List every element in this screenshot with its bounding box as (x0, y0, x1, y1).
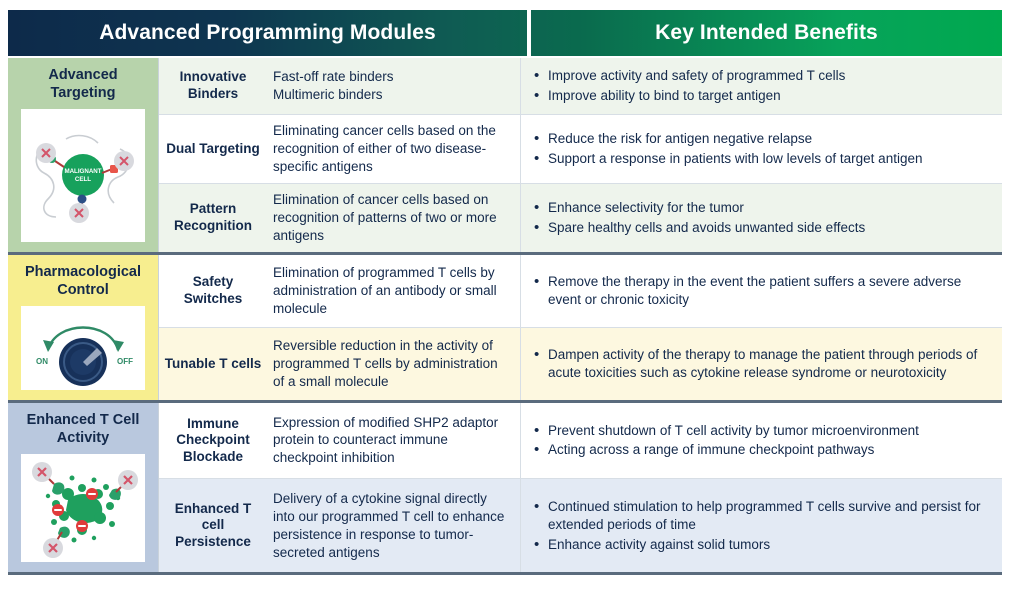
group-title: Pharmacological Control (24, 263, 142, 298)
benefit-item: Improve activity and safety of programme… (533, 66, 845, 86)
group-title: Enhanced T Cell Activity (26, 411, 140, 446)
module-description-text: Elimination of cancer cells based on rec… (273, 191, 497, 243)
benefits-list: Remove the therapy in the event the pati… (533, 271, 992, 311)
malignant-cell-diagram: MALIGNANT CELL (35, 135, 134, 224)
header-title-modules: Advanced Programming Modules (99, 21, 436, 44)
group-rows: Safety Switches Elimination of programmed… (158, 254, 1002, 400)
benefits-list: Dampen activity of the therapy to manage… (533, 344, 992, 384)
group-header: Advanced Targeting MALIGNANT CELL (8, 58, 158, 252)
module-group: Pharmacological Control ON OFF Safety Sw… (8, 254, 1002, 403)
benefit-item: Spare healthy cells and avoids unwanted … (533, 218, 865, 238)
module-description: Elimination of cancer cells based on rec… (267, 184, 520, 252)
table-row: Pattern Recognition Elimination of cancer… (159, 183, 1002, 252)
group-rows: Immune Checkpoint Blockade Expression of… (158, 402, 1002, 573)
benefits-list: Continued stimulation to help programmed… (533, 496, 992, 556)
benefits-cell: Reduce the risk for antigen negative rel… (520, 114, 1002, 183)
module-description-text: Reversible reduction in the activity of … (273, 337, 498, 389)
benefits-cell: Enhance selectivity for the tumorSpare h… (520, 183, 1002, 252)
group-figure (21, 454, 145, 563)
module-description-text: Elimination of programmed T cells by adm… (273, 264, 497, 316)
module-name: Safety Switches (183, 274, 243, 306)
svg-text:ON: ON (36, 357, 48, 366)
benefits-cell: Improve activity and safety of programme… (520, 58, 1002, 114)
svg-text:OFF: OFF (117, 357, 133, 366)
module-description-text: Eliminating cancer cells based on the re… (273, 122, 496, 174)
module-description: Eliminating cancer cells based on the re… (267, 115, 520, 183)
module-description: Reversible reduction in the activity of … (267, 328, 520, 400)
module-name: Pattern Recognition (174, 201, 252, 233)
module-description: Expression of modified SHP2 adaptor prot… (267, 403, 520, 478)
group-header: Pharmacological Control ON OFF (8, 254, 158, 400)
t-cell-activity-diagram (32, 462, 138, 559)
benefit-item: Reduce the risk for antigen negative rel… (533, 129, 922, 149)
benefit-item: Remove the therapy in the event the pati… (533, 272, 992, 309)
table-row: Innovative Binders Fast-off rate binders … (159, 58, 1002, 115)
benefits-list: Enhance selectivity for the tumorSpare h… (533, 197, 865, 239)
module-description: Fast-off rate binders Multimeric binders (267, 58, 520, 114)
group-rows: Innovative Binders Fast-off rate binders … (158, 58, 1002, 252)
benefits-list: Improve activity and safety of programme… (533, 65, 845, 107)
group-figure: ON OFF (21, 305, 145, 390)
table-header: Advanced Programming Modules Key Intende… (8, 10, 1002, 56)
group-header: Enhanced T Cell Activity (8, 402, 158, 573)
header-title-benefits: Key Intended Benefits (655, 21, 878, 44)
benefits-list: Reduce the risk for antigen negative rel… (533, 128, 922, 170)
benefit-item: Acting across a range of immune checkpoi… (533, 440, 919, 460)
table-row: Tunable T cells Reversible reduction in t… (159, 327, 1002, 400)
benefits-cell: Prevent shutdown of T cell activity by t… (520, 402, 1002, 479)
benefit-item: Dampen activity of the therapy to manage… (533, 345, 992, 382)
module-name: Tunable T cells (164, 355, 262, 371)
module-description-text: Fast-off rate binders Multimeric binders (273, 69, 394, 102)
table-body: Advanced Targeting MALIGNANT CELL (8, 58, 1002, 588)
header-divider (527, 10, 531, 56)
benefit-item: Prevent shutdown of T cell activity by t… (533, 421, 919, 441)
module-description: Delivery of a cytokine signal directly i… (267, 479, 520, 572)
benefits-cell: Dampen activity of the therapy to manage… (520, 327, 1002, 400)
module-description-text: Expression of modified SHP2 adaptor prot… (273, 414, 499, 466)
benefit-item: Support a response in patients with low … (533, 149, 922, 169)
module-group: Enhanced T Cell Activity (8, 402, 1002, 576)
table-row: Enhanced T cell Persistence Delivery of a… (159, 479, 1002, 573)
module-name: Immune Checkpoint Blockade (176, 415, 250, 464)
svg-text:CELL: CELL (75, 176, 91, 183)
benefits-cell: Remove the therapy in the event the pati… (520, 254, 1002, 327)
module-name: Enhanced T cell Persistence (174, 500, 252, 549)
module-name: Innovative Binders (179, 69, 247, 101)
table-row: Safety Switches Elimination of programmed… (159, 254, 1002, 328)
benefits-cell: Continued stimulation to help programmed… (520, 479, 1002, 573)
benefits-list: Prevent shutdown of T cell activity by t… (533, 420, 919, 462)
svg-text:MALIGNANT: MALIGNANT (64, 168, 101, 175)
benefit-item: Continued stimulation to help programmed… (533, 497, 992, 534)
module-name: Dual Targeting (166, 140, 260, 156)
group-title: Advanced Targeting (48, 67, 118, 102)
module-group: Advanced Targeting MALIGNANT CELL (8, 58, 1002, 255)
table-row: Immune Checkpoint Blockade Expression of… (159, 402, 1002, 480)
on-off-dial-diagram: ON OFF (36, 326, 133, 386)
table-row: Dual Targeting Eliminating cancer cells b… (159, 114, 1002, 184)
module-description-text: Delivery of a cytokine signal directly i… (273, 490, 505, 560)
group-figure: MALIGNANT CELL (21, 109, 145, 242)
benefit-item: Improve ability to bind to target antige… (533, 86, 845, 106)
benefit-item: Enhance activity against solid tumors (533, 535, 992, 555)
benefit-item: Enhance selectivity for the tumor (533, 198, 865, 218)
module-description: Elimination of programmed T cells by adm… (267, 255, 520, 327)
